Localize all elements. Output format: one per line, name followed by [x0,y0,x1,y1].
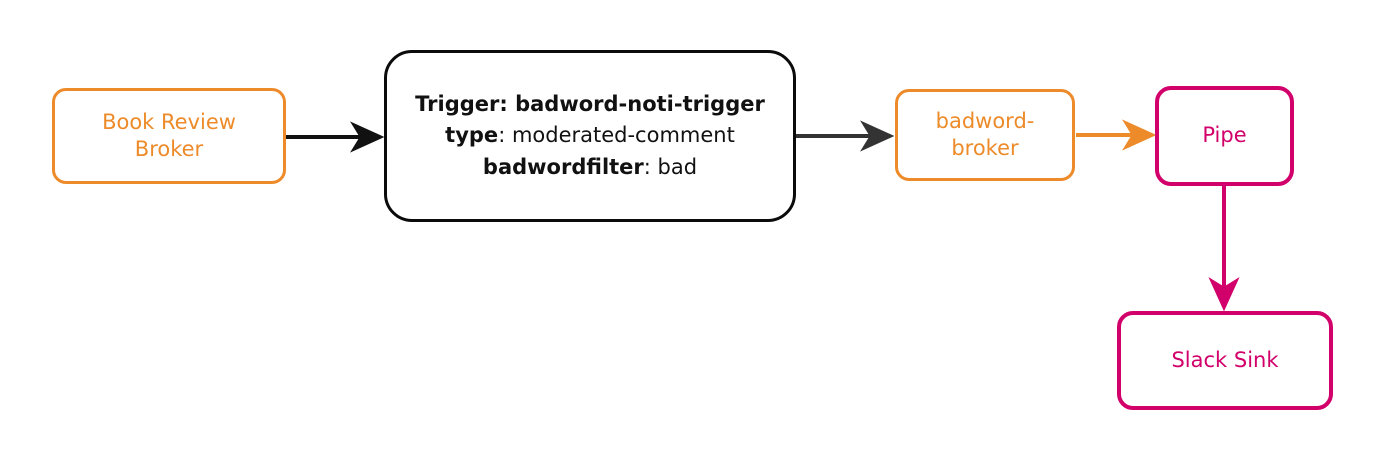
node-pipe-label: Pipe [1202,123,1247,148]
node-slack-sink-label: Slack Sink [1171,347,1279,372]
trigger-line-2-bold: type [445,123,499,148]
node-badword-broker-label: badword- broker [935,108,1035,160]
trigger-line-3-rest: : bad [643,154,698,179]
node-book-review-broker-label: Book Review Broker [102,109,236,161]
node-slack-sink[interactable]: Slack Sink [1117,311,1333,410]
trigger-line-3-bold: badwordfilter [482,154,644,179]
node-pipe[interactable]: Pipe [1155,86,1294,186]
trigger-line-1: Trigger: badword-noti-trigger [415,91,765,118]
node-badword-broker[interactable]: badword- broker [895,89,1075,181]
trigger-line-2: type: moderated-comment [445,122,735,149]
trigger-line-2-rest: : moderated-comment [498,123,735,148]
node-trigger[interactable]: Trigger: badword-noti-trigger type: mode… [384,50,796,222]
trigger-line-3: badwordfilter: bad [483,154,697,181]
node-book-review-broker[interactable]: Book Review Broker [52,88,286,184]
trigger-line-1-bold: Trigger: badword-noti-trigger [415,92,765,117]
